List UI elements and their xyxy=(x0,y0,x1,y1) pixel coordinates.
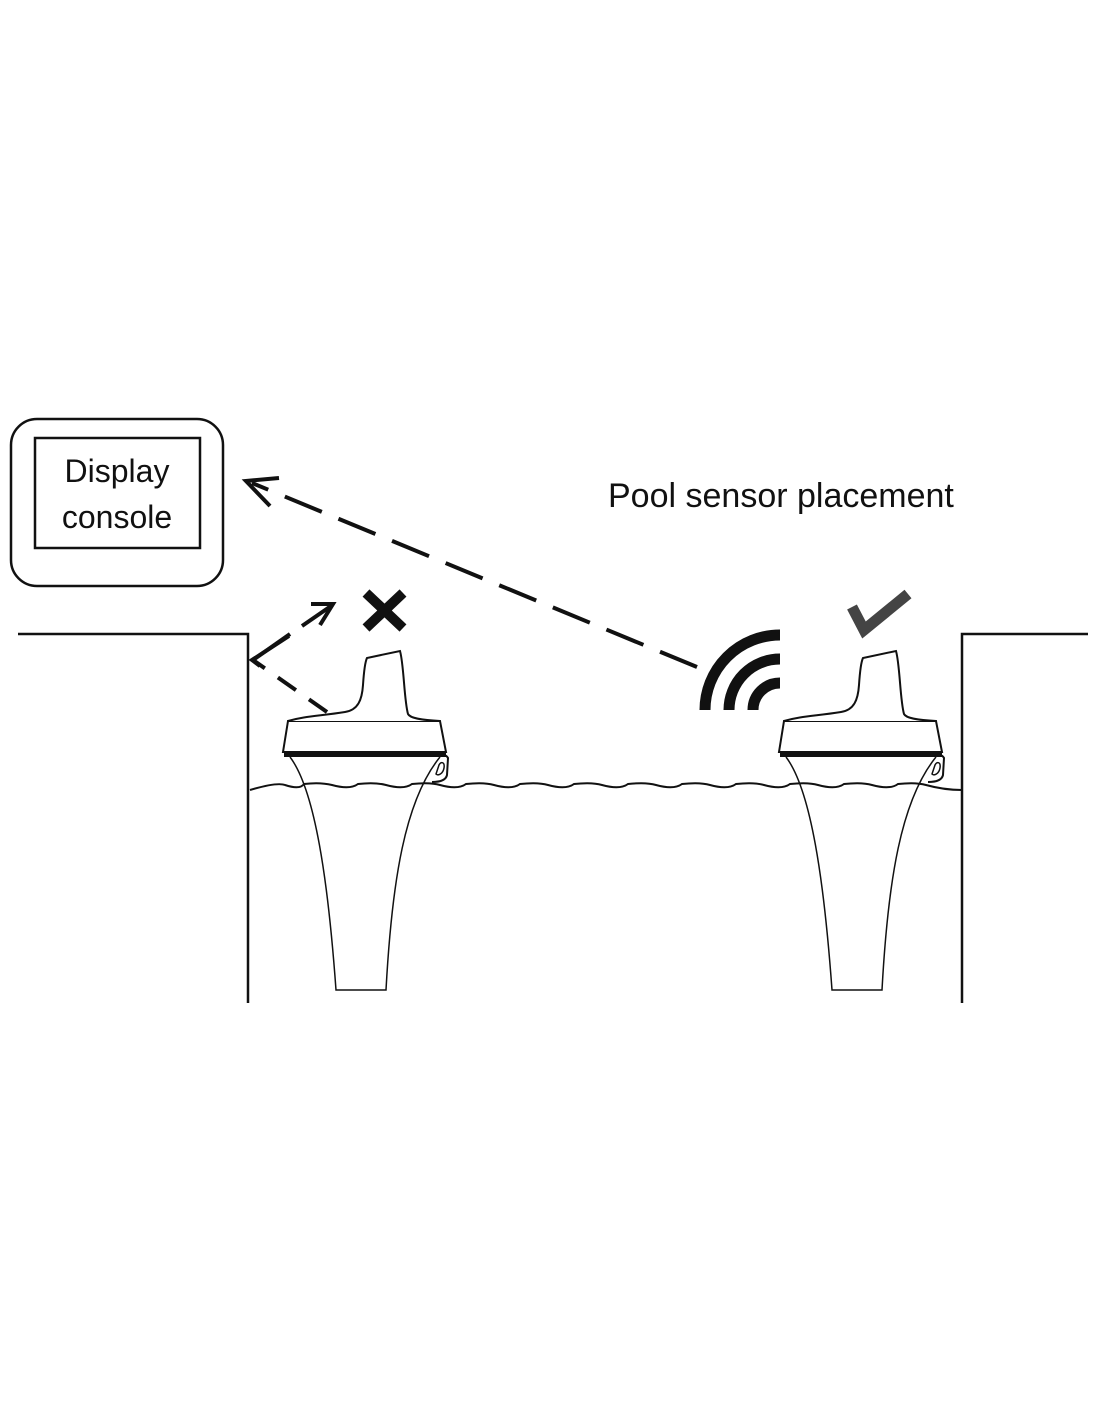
pool-left-wall xyxy=(18,632,250,1003)
signal-path-correct xyxy=(241,476,698,669)
display-console: Display console xyxy=(9,417,225,588)
signal-path-blocked xyxy=(248,602,337,714)
water-surface xyxy=(249,782,963,791)
check-mark-icon xyxy=(847,589,912,639)
sensor-correct-placement xyxy=(778,650,945,991)
console-label-line2: console xyxy=(62,499,172,535)
pool-right-wall xyxy=(960,632,1088,1003)
console-label-line1: Display xyxy=(65,453,170,489)
diagram-title: Pool sensor placement xyxy=(608,477,954,515)
sensor-wrong-placement xyxy=(282,650,449,991)
cross-mark-icon xyxy=(362,589,407,632)
wireless-signal-icon xyxy=(699,629,781,711)
